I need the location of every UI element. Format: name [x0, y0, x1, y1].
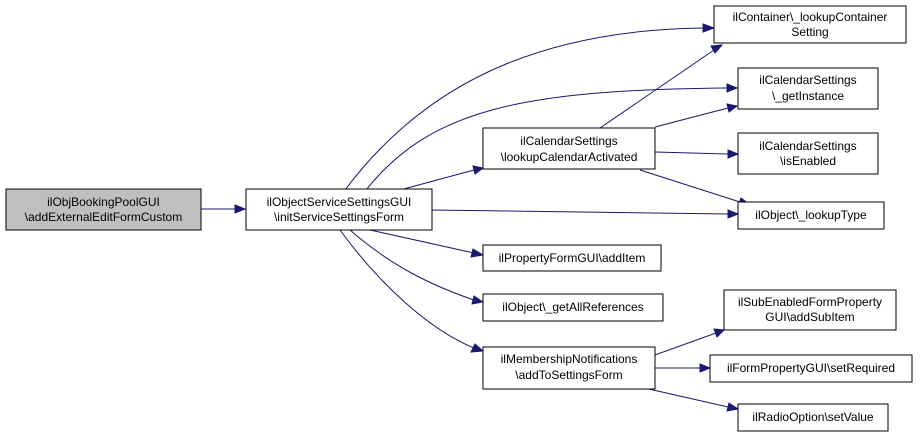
node-root[interactable]: ilObjBookingPoolGUI \addExternalEditForm…	[5, 188, 202, 231]
node-lookup-container-setting[interactable]: ilContainer\_lookupContainer Setting	[713, 5, 907, 44]
edge-calact-to-getinst	[654, 103, 739, 128]
node-membership-line2: \addToSettingsForm	[515, 368, 622, 382]
node-get-all-references[interactable]: ilObject\_getAllReferences	[482, 293, 664, 322]
edge-calact-to-container	[599, 44, 724, 129]
node-lookup-calendar-activated[interactable]: ilCalendarSettings \lookupCalendarActiva…	[482, 127, 656, 170]
node-calact-line1: ilCalendarSettings	[520, 134, 617, 148]
edge-root-to-initform	[201, 204, 247, 214]
edge-membership-to-setrequired	[655, 363, 712, 373]
node-set-value[interactable]: ilRadioOption\setValue	[737, 403, 889, 432]
edge-calact-to-isenabled	[654, 149, 740, 159]
node-getinst-line2: \_getInstance	[772, 89, 844, 103]
node-add-to-settings-form[interactable]: ilMembershipNotifications \addToSettings…	[482, 346, 656, 390]
node-membership-line1: ilMembershipNotifications	[501, 352, 638, 366]
node-subitem-line1: ilSubEnabledFormProperty	[738, 295, 882, 309]
edge-initform-to-getinst	[365, 83, 739, 191]
node-lookup-type[interactable]: ilObject\_lookupType	[737, 201, 885, 230]
node-add-sub-item[interactable]: ilSubEnabledFormProperty GUI\addSubItem	[723, 289, 897, 331]
node-root-line1: ilObjBookingPoolGUI	[47, 195, 160, 209]
node-container-line1: ilContainer\_lookupContainer	[733, 10, 888, 24]
edge-initform-to-membership	[339, 229, 485, 353]
node-getinst-line1: ilCalendarSettings	[759, 73, 856, 87]
node-setvalue-line1: ilRadioOption\setValue	[752, 410, 874, 424]
node-isenabled-line2: \isEnabled	[780, 154, 836, 168]
node-container-line2: Setting	[791, 25, 828, 39]
edge-calact-to-lookuptype	[639, 169, 751, 207]
edge-initform-to-container	[344, 23, 716, 191]
edge-initform-to-lookuptype	[431, 209, 740, 219]
node-set-required[interactable]: ilFormPropertyGUI\setRequired	[709, 354, 913, 383]
node-initform-line1: ilObjectServiceSettingsGUI	[267, 195, 412, 209]
edge-membership-to-setvalue	[639, 386, 740, 412]
node-isenabled-line1: ilCalendarSettings	[759, 139, 856, 153]
edge-membership-to-subitem	[654, 328, 726, 356]
node-init-service-settings-form[interactable]: ilObjectServiceSettingsGUI \initServiceS…	[245, 188, 433, 231]
edge-initform-to-allrefs	[349, 229, 485, 305]
node-allrefs-line1: ilObject\_getAllReferences	[502, 300, 643, 314]
node-get-instance[interactable]: ilCalendarSettings \_getInstance	[737, 67, 879, 110]
edge-initform-to-calact	[399, 165, 485, 191]
node-calact-line2: \lookupCalendarActivated	[501, 150, 638, 164]
node-additem-line1: ilPropertyFormGUI\addItem	[499, 251, 646, 265]
node-is-enabled[interactable]: ilCalendarSettings \isEnabled	[737, 132, 879, 175]
node-add-item[interactable]: ilPropertyFormGUI\addItem	[482, 244, 662, 272]
node-setrequired-line1: ilFormPropertyGUI\setRequired	[727, 361, 895, 375]
node-lookuptype-line1: ilObject\_lookupType	[755, 208, 867, 222]
edge-initform-to-additem	[369, 229, 485, 258]
node-root-line2: \addExternalEditFormCustom	[25, 210, 182, 224]
node-initform-line2: \initServiceSettingsForm	[274, 210, 404, 224]
node-subitem-line2: GUI\addSubItem	[765, 310, 854, 324]
